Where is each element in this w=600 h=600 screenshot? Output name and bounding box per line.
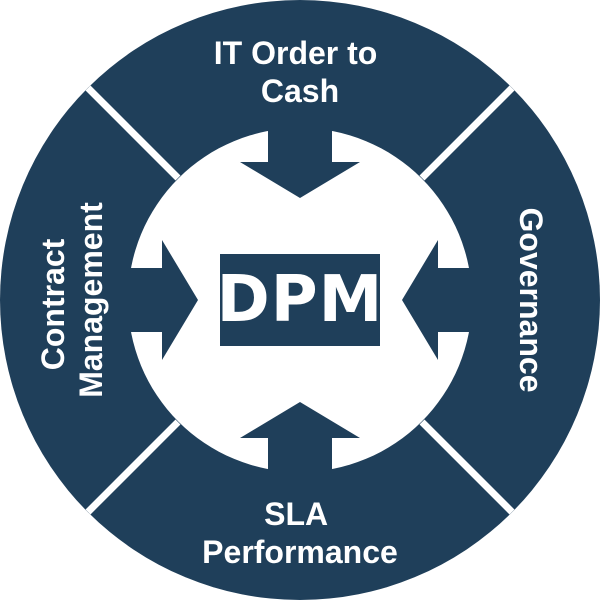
segment-bottom: SLA Performance bbox=[202, 496, 398, 570]
divider-bottom-right bbox=[419, 419, 515, 515]
segment-right: Governance bbox=[513, 208, 549, 393]
segment-top: IT Order to Cash bbox=[214, 35, 386, 109]
dpm-logo: DPM bbox=[217, 254, 384, 346]
divider-bottom-left bbox=[85, 419, 181, 515]
logo-box bbox=[220, 254, 380, 346]
segment-left: Contract Management bbox=[35, 202, 109, 398]
segment-left-line1: Contract bbox=[35, 238, 71, 370]
divider-top-right bbox=[419, 85, 515, 181]
svg-text:SLA Performance: SLA Performance bbox=[202, 496, 398, 570]
segment-top-line1: IT Order to bbox=[214, 35, 378, 71]
divider-top-left bbox=[85, 85, 181, 181]
svg-text:Governance: Governance bbox=[513, 208, 549, 393]
arrow-down-icon bbox=[240, 126, 360, 198]
segment-bottom-line2: Performance bbox=[202, 534, 398, 570]
segment-top-line2: Cash bbox=[261, 73, 339, 109]
arrow-left-icon bbox=[402, 240, 474, 360]
logo-text: DPM bbox=[217, 263, 384, 337]
segment-right-line1: Governance bbox=[513, 208, 549, 393]
segment-left-line2: Management bbox=[73, 202, 109, 398]
arrows bbox=[126, 126, 474, 474]
arrow-right-icon bbox=[126, 240, 198, 360]
arrow-up-icon bbox=[240, 402, 360, 474]
svg-text:Contract Management: Contract Management bbox=[35, 202, 109, 398]
segment-bottom-line1: SLA bbox=[264, 496, 328, 532]
svg-text:IT Order to Cash: IT Order to Cash bbox=[214, 35, 386, 109]
segment-dividers bbox=[85, 85, 515, 515]
